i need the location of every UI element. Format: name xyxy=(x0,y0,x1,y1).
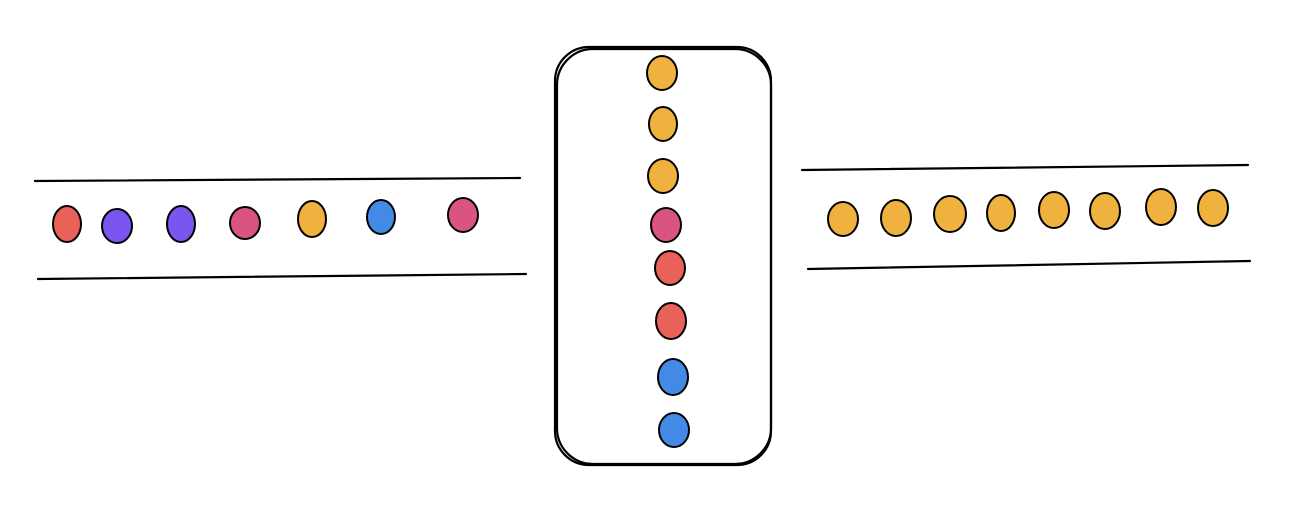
output-queue-dots xyxy=(827,188,1229,237)
input-queue-bottom-rail xyxy=(36,272,528,281)
stack-dot-blue xyxy=(658,412,690,448)
output-dot-yellow xyxy=(827,201,859,237)
input-dot-purple xyxy=(101,208,133,244)
output-dot-yellow xyxy=(1038,191,1070,229)
input-dot-blue xyxy=(366,199,396,235)
output-queue xyxy=(800,163,1252,271)
output-dot-yellow xyxy=(1197,189,1229,227)
input-dot-pink xyxy=(229,206,261,240)
stack-dot-red xyxy=(655,302,687,340)
processor-stack-dots xyxy=(646,55,690,448)
output-dot-yellow xyxy=(1089,192,1121,230)
input-dot-purple xyxy=(166,205,196,243)
output-queue-top-rail xyxy=(800,163,1250,172)
input-dot-pink xyxy=(447,197,479,233)
input-dot-red xyxy=(52,205,82,243)
output-queue-bottom-rail xyxy=(806,259,1252,271)
stack-dot-red xyxy=(654,250,686,286)
output-dot-yellow xyxy=(880,199,912,237)
stack-dot-yellow xyxy=(646,55,678,91)
stack-dot-blue xyxy=(657,358,689,396)
processor-box-sketch-line xyxy=(555,47,773,466)
input-dot-yellow xyxy=(297,200,327,238)
input-queue-dots xyxy=(52,197,479,244)
input-queue xyxy=(33,176,528,281)
output-dot-yellow xyxy=(1145,188,1177,226)
stack-dot-yellow xyxy=(647,158,679,194)
output-dot-yellow xyxy=(933,195,967,233)
processor xyxy=(553,45,773,467)
stack-dot-pink xyxy=(650,207,682,243)
stack-dot-yellow xyxy=(648,106,678,142)
input-queue-top-rail xyxy=(33,176,522,183)
output-dot-yellow xyxy=(986,194,1016,232)
